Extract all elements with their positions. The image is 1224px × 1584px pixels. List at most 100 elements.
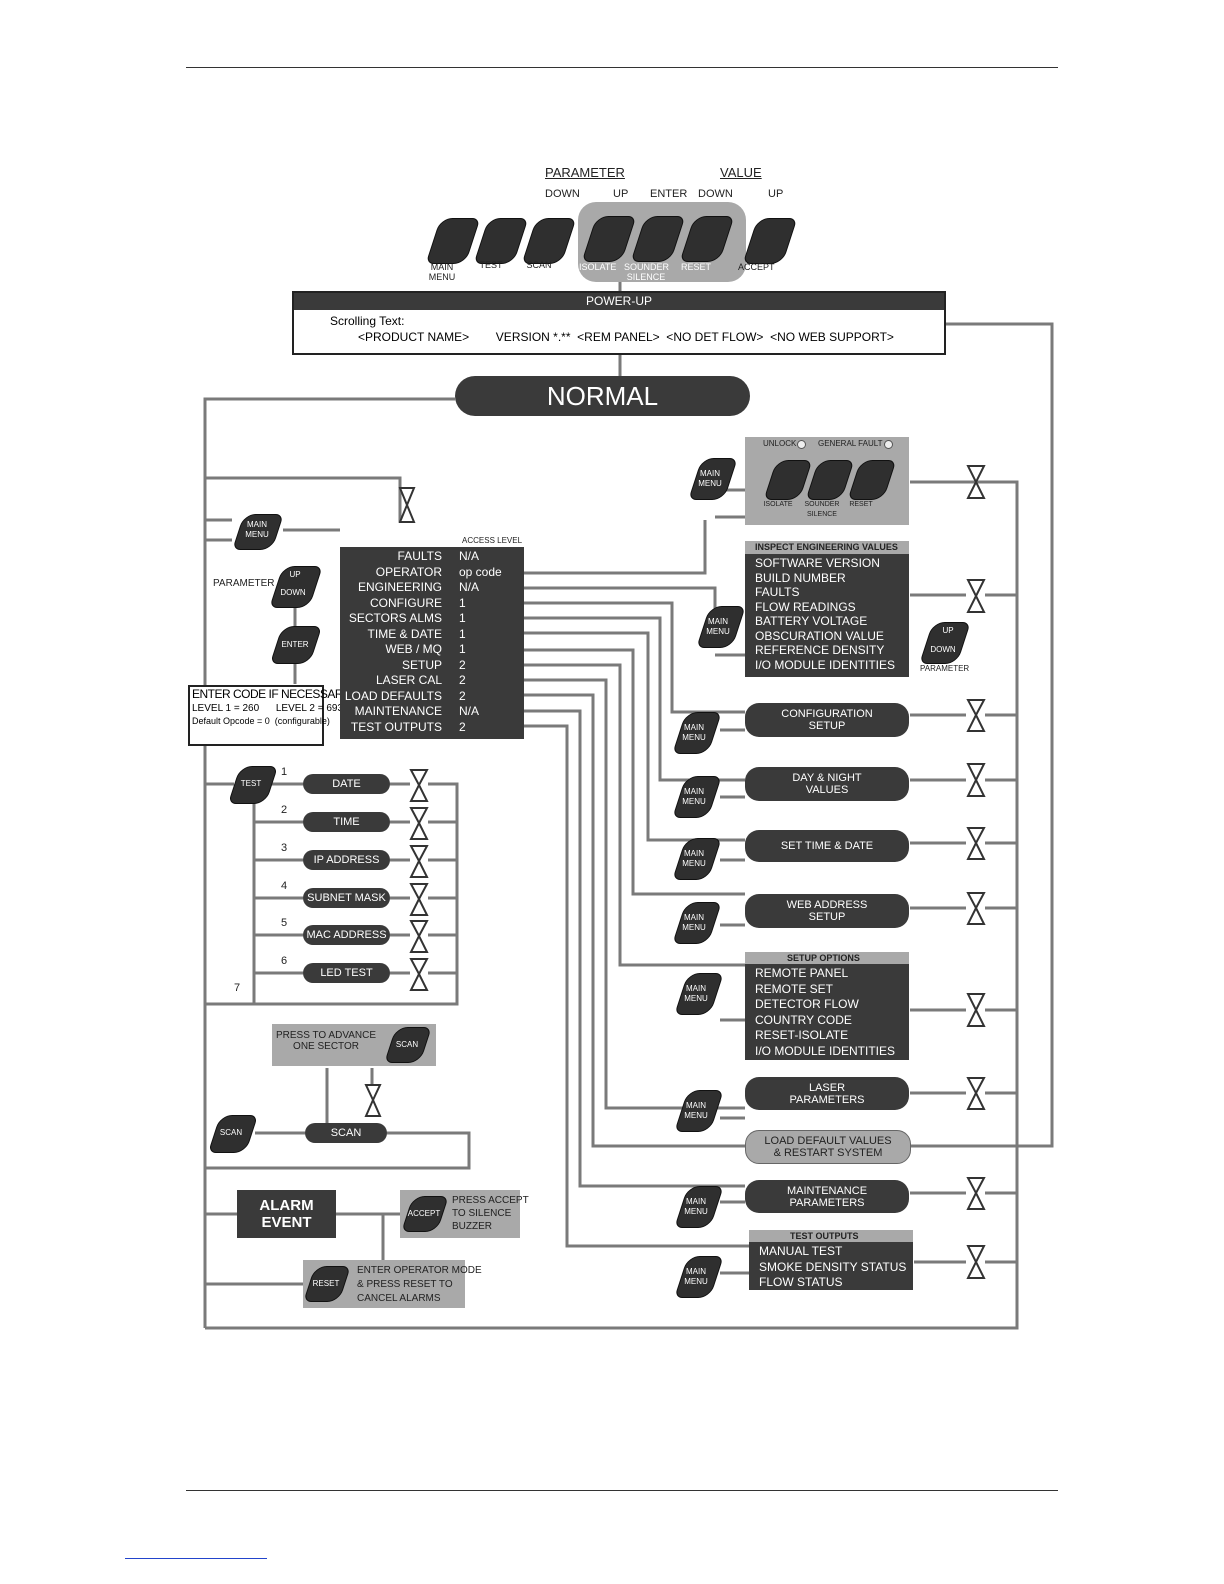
menu-item-access-level: 2	[459, 657, 466, 672]
powerup-title: POWER-UP	[294, 293, 944, 310]
menu-item-name: MAINTENANCE	[354, 704, 442, 718]
menu-item-name: OPERATOR	[375, 564, 442, 579]
left-enter-label: ENTER	[281, 640, 309, 649]
menu-item-name: TIME & DATE	[367, 626, 442, 641]
list-item: DETECTOR FLOW	[755, 997, 859, 1011]
menu-item-access-level: N/A	[459, 580, 480, 594]
list-item: I/O MODULE IDENTITIES	[755, 1043, 896, 1058]
down-label-2: DOWN	[698, 188, 733, 200]
load-default-values: LOAD DEFAULT VALUES & RESTART SYSTEM	[745, 1130, 911, 1164]
test-outputs-title: TEST OUTPUTS	[790, 1231, 859, 1241]
test-item-num: 6	[281, 955, 288, 967]
right-main-menu-key-label: MAIN MENU	[684, 1197, 708, 1216]
test-item-pill: LED TEST	[303, 963, 390, 983]
reset-key-label: RESET	[680, 262, 711, 272]
advance-scan-key-label: SCAN	[395, 1040, 419, 1049]
laser-parameters: LASER PARAMETERS	[745, 1077, 909, 1110]
main-menu-key-label: MAIN MENU	[428, 262, 456, 282]
alarm-event-box: ALARM EVENT	[237, 1190, 336, 1238]
menu-item[interactable]: SECTORS ALMS 1	[340, 611, 524, 626]
reset-info-text: ENTER OPERATOR MODE & PRESS RESET TO CAN…	[357, 1265, 482, 1304]
menu-item[interactable]: MAINTENANCE N/A	[340, 704, 524, 719]
test-item-num: 4	[281, 880, 288, 892]
enter-code-levels: LEVEL 1 = 260 LEVEL 2 = 693	[192, 703, 344, 714]
web-address-setup: WEB ADDRESS SETUP	[745, 894, 909, 928]
left-parameter-label: PARAMETER	[213, 578, 275, 589]
scan-key-label: SCAN	[526, 260, 552, 270]
list-item: FLOW READINGS	[755, 599, 856, 614]
menu-item-name: LOAD DEFAULTS	[344, 688, 442, 703]
menu-item-access-level: 1	[459, 611, 466, 625]
right-main-menu-key-label: MAIN MENU	[698, 469, 722, 488]
set-time-date: SET TIME & DATE	[745, 830, 909, 862]
menu-item-name: TEST OUTPUTS	[350, 719, 442, 734]
enter-label: ENTER	[650, 188, 688, 200]
list-item: REFERENCE DENSITY	[755, 643, 885, 657]
list-item: BATTERY VOLTAGE	[755, 614, 868, 628]
menu-item-name: SECTORS ALMS	[348, 611, 442, 625]
test-item-num: 3	[281, 842, 288, 854]
test-item-label: DATE	[332, 778, 361, 790]
list-item: REMOTE PANEL	[755, 966, 849, 980]
hourglass-icons	[364, 465, 986, 1279]
right-main-menu-key-label: MAIN MENU	[684, 984, 708, 1003]
enter-code-title: ENTER CODE IF NECESSARY	[192, 687, 351, 701]
menu-item-access-level: 2	[459, 719, 466, 734]
left-down-label: DOWN	[280, 588, 306, 597]
enter-code-box: ENTER CODE IF NECESSARY LEVEL 1 = 260 LE…	[188, 685, 351, 746]
test-menu-key-label: TEST	[240, 779, 262, 788]
inspect-title: INSPECT ENGINEERING VALUES	[755, 542, 898, 552]
powerup-line2: <PRODUCT NAME> VERSION *.** <REM PANEL> …	[358, 330, 894, 344]
access-level-header: ACCESS LEVEL	[462, 536, 523, 545]
left-up-label: UP	[289, 570, 301, 579]
menu-item[interactable]: TIME & DATE 1	[340, 627, 524, 642]
left-main-menu-label: MAIN MENU	[245, 520, 269, 539]
test-item-label: TIME	[333, 816, 360, 828]
right-main-menu-key-label: MAIN MENU	[682, 849, 706, 868]
list-item: RESET-ISOLATE	[755, 1028, 849, 1042]
test-item-num: 1	[281, 766, 288, 778]
right-main-menu-key-label: MAIN MENU	[682, 913, 706, 932]
right-main-menu-key-label: MAIN MENU	[706, 617, 730, 636]
advance-sector-text: PRESS TO ADVANCE ONE SECTOR	[276, 1030, 377, 1052]
test-item-pill: SUBNET MASK	[303, 888, 390, 908]
test-item-num: 5	[281, 917, 288, 929]
menu-item-access-level: N/A	[459, 704, 480, 718]
up-label-2: UP	[768, 188, 784, 200]
test-item-label: LED TEST	[320, 967, 373, 979]
bottom-rule	[186, 1490, 1058, 1491]
list-item: FLOW STATUS	[759, 1275, 843, 1289]
powerup-box: POWER-UP Scrolling Text: <PRODUCT NAME> …	[292, 291, 946, 355]
menu-item-access-level: N/A	[459, 549, 480, 563]
parameter-label: PARAMETER	[545, 165, 625, 180]
footer-link-line	[125, 1558, 267, 1559]
menu-item[interactable]: TEST OUTPUTS 2	[340, 720, 524, 735]
test-item-label: SUBNET MASK	[307, 892, 386, 904]
sounder-silence-key-label: SOUNDER SILENCE	[624, 262, 670, 282]
test-key-label: TEST	[479, 260, 503, 270]
test-item-7-num: 7	[234, 982, 241, 994]
test-item-label: IP ADDRESS	[313, 854, 380, 866]
accept-key-label: ACCEPT	[738, 262, 775, 272]
unlock-led-icon	[797, 440, 806, 449]
down-label-1: DOWN	[545, 188, 580, 200]
panel-sounder-label: SOUNDER SILENCE	[804, 501, 840, 518]
scan-side-key-label: SCAN	[219, 1128, 243, 1137]
menu-item-access-level: 1	[459, 626, 466, 641]
isolate-key-label: ISOLATE	[579, 262, 617, 272]
test-item-pill: TIME	[303, 812, 390, 832]
alarm-accept-key-label: ACCEPT	[407, 1209, 441, 1218]
test-item-num: 2	[281, 804, 288, 816]
setup-options-title: SETUP OPTIONS	[787, 953, 860, 963]
inspect-param-up: UP	[942, 626, 954, 635]
